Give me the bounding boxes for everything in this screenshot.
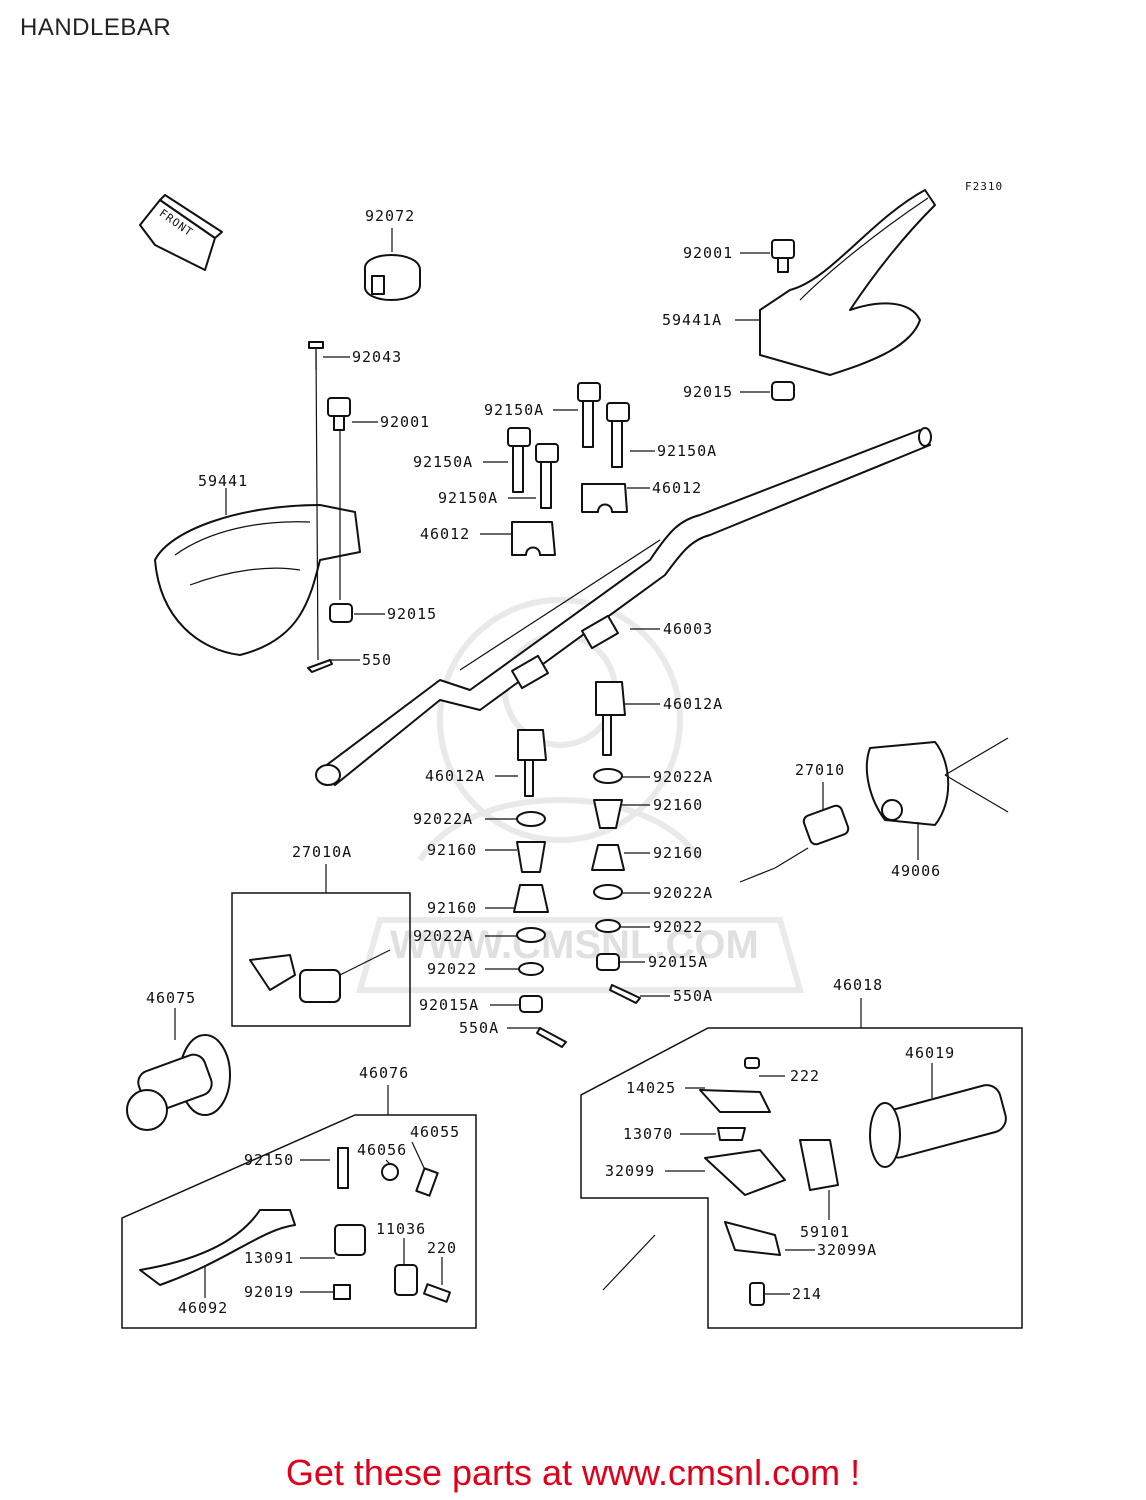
label-13070: 13070 (623, 1125, 673, 1143)
label-92150A-3: 92150A (413, 453, 473, 471)
upper-clamp-46012-right (581, 483, 628, 513)
label-92015-left: 92015 (387, 605, 437, 623)
label-46012-right: 46012 (652, 479, 702, 497)
label-92160-r2: 92160 (653, 844, 703, 862)
label-46012A-right: 46012A (663, 695, 723, 713)
label-46092: 46092 (178, 1299, 228, 1317)
switch-27010A (249, 949, 391, 1003)
label-92072: 92072 (365, 207, 415, 225)
box-46076 (121, 1114, 477, 1329)
grip-left-46075 (126, 1034, 231, 1131)
label-46055: 46055 (410, 1123, 460, 1141)
label-92019: 92019 (244, 1283, 294, 1301)
nut-92015-left (329, 603, 353, 623)
bolt-92001-right (771, 239, 795, 273)
label-46018: 46018 (833, 976, 883, 994)
label-92160-r1: 92160 (653, 796, 703, 814)
part-labels: 92072 92043 92001 59441 92015 550 92001 … (146, 207, 955, 1317)
label-92001-right: 92001 (683, 244, 733, 262)
label-46003: 46003 (663, 620, 713, 638)
label-46012A-left: 46012A (425, 767, 485, 785)
adjuster-46055-46056 (381, 1163, 439, 1197)
handguard-right-59441A (759, 189, 936, 376)
lever-46092 (139, 1209, 296, 1286)
label-27010: 27010 (795, 761, 845, 779)
handguard-left-59441 (154, 349, 361, 661)
mount-stack-right (591, 768, 641, 1004)
page-title: HANDLEBAR (20, 14, 172, 41)
label-92015A-l: 92015A (419, 996, 479, 1014)
label-46012-left: 46012 (420, 525, 470, 543)
label-92150A-4: 92150A (438, 489, 498, 507)
parts-diagram: WWW.CMSNL.COM FRONT F2310 (121, 180, 1023, 1329)
label-46056: 46056 (357, 1141, 407, 1159)
throttle-parts (699, 1057, 839, 1306)
label-92022A-l2: 92022A (413, 927, 473, 945)
label-92160-l2: 92160 (427, 899, 477, 917)
lower-clamp-46012A-right (595, 681, 626, 756)
handlebar-46003 (315, 427, 932, 786)
label-220: 220 (427, 1239, 457, 1257)
mount-stack-left (513, 811, 567, 1048)
label-46075: 46075 (146, 989, 196, 1007)
watermark-url: WWW.CMSNL.COM (390, 923, 759, 967)
lever-bracket-13091 (333, 1147, 366, 1300)
label-27010A: 27010A (292, 843, 352, 861)
front-arrow-icon: FRONT (139, 194, 223, 271)
switch-11036-bolt-220 (394, 1264, 451, 1303)
label-92150A-2: 92150A (657, 442, 717, 460)
leader-lines (174, 228, 933, 1298)
label-92160-l1: 92160 (427, 841, 477, 859)
label-92022A-l1: 92022A (413, 810, 473, 828)
switch-27010 (739, 804, 850, 883)
label-59101: 59101 (800, 1223, 850, 1241)
label-550A-l: 550A (459, 1019, 499, 1037)
label-214: 214 (792, 1285, 822, 1303)
nut-92015-right (771, 381, 795, 401)
lower-clamp-46012A-left (517, 729, 547, 797)
label-46019: 46019 (905, 1044, 955, 1062)
label-92022-r: 92022 (653, 918, 703, 936)
label-14025: 14025 (626, 1079, 676, 1097)
label-49006: 49006 (891, 862, 941, 880)
label-92022A-r1: 92022A (653, 768, 713, 786)
label-92015A-r: 92015A (648, 953, 708, 971)
label-32099: 32099 (605, 1162, 655, 1180)
box-27010A (231, 892, 411, 1027)
label-32099A: 32099A (817, 1241, 877, 1259)
figure-code: F2310 (965, 180, 1003, 193)
label-59441: 59441 (198, 472, 248, 490)
grip-right-46019 (869, 1084, 1007, 1168)
label-92022-l: 92022 (427, 960, 477, 978)
upper-clamp-46012-left (511, 521, 556, 556)
bolts-92150A (507, 382, 630, 509)
clamp-ring-92072 (364, 254, 421, 301)
throttle-housing-49006 (865, 737, 1009, 826)
label-13091: 13091 (244, 1249, 294, 1267)
label-92150: 92150 (244, 1151, 294, 1169)
bolt-92001-left (327, 397, 351, 431)
label-92043: 92043 (352, 348, 402, 366)
footer-link[interactable]: Get these parts at www.cmsnl.com ! (285, 1452, 861, 1493)
label-550-left: 550 (362, 651, 392, 669)
label-46076: 46076 (359, 1064, 409, 1082)
bolt-92043 (308, 341, 324, 370)
label-92015-right: 92015 (683, 383, 733, 401)
label-550A-r: 550A (673, 987, 713, 1005)
label-92022A-r2: 92022A (653, 884, 713, 902)
cotter-pin-550-left (307, 659, 333, 673)
label-92150A-1: 92150A (484, 401, 544, 419)
label-222: 222 (790, 1067, 820, 1085)
label-92001-left: 92001 (380, 413, 430, 431)
label-59441A: 59441A (662, 311, 722, 329)
label-11036: 11036 (376, 1220, 426, 1238)
box-46018 (580, 1027, 1023, 1329)
